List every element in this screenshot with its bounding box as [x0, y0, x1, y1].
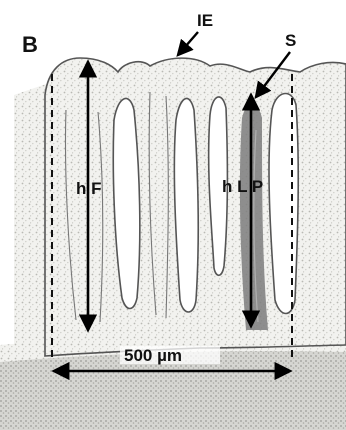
villus-height-label: h F — [76, 179, 102, 198]
crypt-4 — [269, 94, 298, 314]
ie-label: IE — [197, 11, 213, 30]
scale-label: 500 µm — [124, 346, 182, 365]
s-label: S — [285, 31, 296, 50]
crypt-2 — [174, 99, 198, 312]
lamina-propria-height-label: h L P — [222, 177, 263, 196]
panel-label: B — [22, 32, 38, 57]
